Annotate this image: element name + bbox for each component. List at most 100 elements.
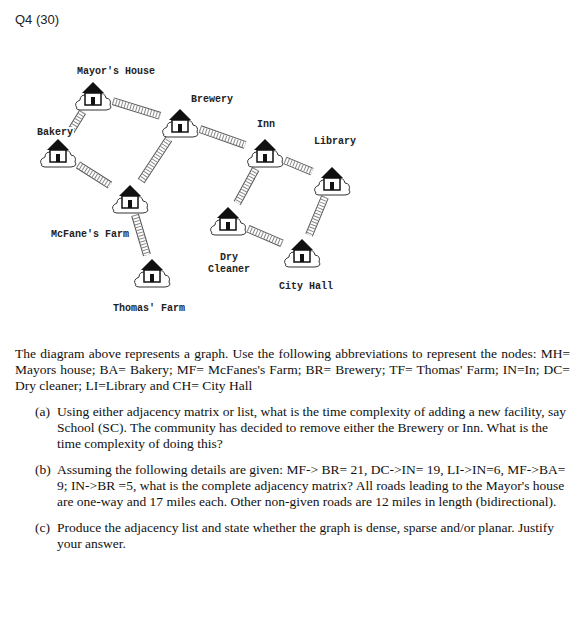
road-rungs xyxy=(309,197,325,235)
building-node: Brewery xyxy=(160,105,200,139)
road-rungs xyxy=(237,169,256,203)
cloud-outline xyxy=(248,149,283,167)
house-icon xyxy=(132,255,172,289)
road-surface xyxy=(309,197,325,235)
house-body xyxy=(294,250,310,262)
house-body xyxy=(50,150,66,162)
intro-paragraph: The diagram above represents a graph. Us… xyxy=(15,346,570,394)
road-surface xyxy=(200,129,245,145)
question-item: (a)Using either adjacency matrix or list… xyxy=(35,404,570,452)
road-surface xyxy=(113,101,160,116)
building-node: Mayor's House xyxy=(73,78,113,112)
road-surface xyxy=(135,215,147,255)
building-node: Library xyxy=(312,163,352,197)
item-text: Using either adjacency matrix or list, w… xyxy=(57,404,570,452)
cloud-outline xyxy=(135,269,170,287)
question-item: (b)Assuming the following details are gi… xyxy=(35,462,570,510)
item-marker: (c) xyxy=(35,520,57,552)
question-item: (c)Produce the adjacency list and state … xyxy=(35,520,570,552)
cloud-outline xyxy=(41,149,76,167)
cloud-outline xyxy=(211,217,246,235)
road-connector xyxy=(113,101,160,116)
road-surface xyxy=(78,165,110,185)
house-door xyxy=(128,200,132,208)
house-roof xyxy=(82,82,104,93)
house-roof xyxy=(119,185,141,196)
road-edge xyxy=(200,129,245,145)
house-roof xyxy=(169,109,191,120)
house-roof xyxy=(291,239,313,250)
road-connector xyxy=(78,165,110,185)
place-label: Dry Cleaner xyxy=(200,252,258,276)
house-roof xyxy=(321,167,343,178)
road-rungs xyxy=(78,165,110,185)
road-rungs xyxy=(135,215,147,255)
house-roof xyxy=(217,207,239,218)
road-edge xyxy=(237,169,256,203)
building-node: Thomas' Farm xyxy=(132,255,172,289)
cloud-outline xyxy=(113,195,148,213)
road-connector xyxy=(200,129,245,145)
building-node: City Hall xyxy=(282,235,322,269)
house-body xyxy=(324,178,340,190)
house-icon xyxy=(38,135,78,169)
road-rungs xyxy=(285,160,312,171)
place-label: City Hall xyxy=(278,281,334,293)
item-marker: (b) xyxy=(35,462,57,510)
house-door xyxy=(56,154,60,162)
road-connector xyxy=(285,160,312,171)
road-connector xyxy=(237,169,256,203)
cloud-outline xyxy=(285,249,320,267)
building-node: McFane's Farm xyxy=(110,181,150,215)
road-connector xyxy=(135,215,147,255)
place-label: Inn xyxy=(256,119,276,131)
road-surface xyxy=(141,139,169,181)
road-edge xyxy=(135,215,147,255)
house-door xyxy=(300,254,304,262)
cloud-outline xyxy=(315,177,350,195)
building-node: Bakery xyxy=(38,135,78,169)
road-edge xyxy=(309,197,325,235)
house-door xyxy=(91,97,95,105)
house-body xyxy=(122,196,138,208)
road-surface xyxy=(285,160,312,171)
road-connector xyxy=(248,229,282,244)
road-rungs xyxy=(113,101,160,116)
house-roof xyxy=(254,139,276,150)
place-label: McFane's Farm xyxy=(50,229,130,241)
house-door xyxy=(226,222,230,230)
house-roof xyxy=(47,139,69,150)
house-icon xyxy=(208,203,248,237)
road-rungs xyxy=(248,229,282,244)
road-surface xyxy=(248,229,282,244)
house-body xyxy=(85,93,101,105)
house-icon xyxy=(245,135,285,169)
place-label: Brewery xyxy=(190,94,234,106)
item-text: Assuming the following details are given… xyxy=(57,462,570,510)
road-edge xyxy=(113,101,160,116)
house-icon xyxy=(282,235,322,269)
house-door xyxy=(263,154,267,162)
road-connector xyxy=(309,197,325,235)
house-icon xyxy=(110,181,150,215)
question-number: Q4 (30) xyxy=(15,12,59,27)
place-label: Thomas' Farm xyxy=(112,303,186,315)
road-rungs xyxy=(141,139,169,181)
house-body xyxy=(172,120,188,132)
road-surface xyxy=(237,169,256,203)
road-connector xyxy=(141,139,169,181)
place-label: Mayor's House xyxy=(76,66,156,78)
house-body xyxy=(220,218,236,230)
road-edge xyxy=(78,165,110,185)
house-body xyxy=(144,270,160,282)
cloud-outline xyxy=(163,119,198,137)
item-text: Produce the adjacency list and state whe… xyxy=(57,520,570,552)
house-door xyxy=(150,274,154,282)
question-text: The diagram above represents a graph. Us… xyxy=(15,346,570,562)
house-icon xyxy=(73,78,113,112)
road-rungs xyxy=(200,129,245,145)
item-marker: (a) xyxy=(35,404,57,452)
house-door xyxy=(178,124,182,132)
cloud-outline xyxy=(76,92,111,110)
